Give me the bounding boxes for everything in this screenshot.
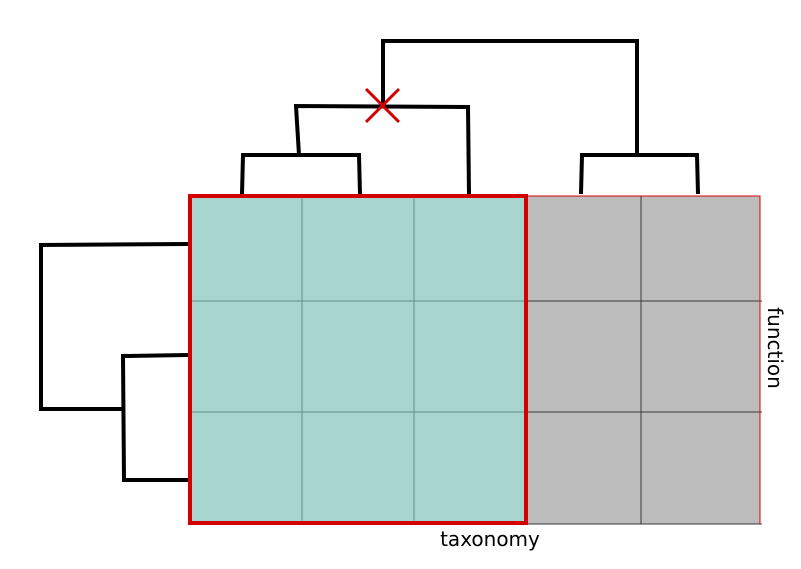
other-grid-lines [526, 196, 762, 525]
highlight-cells-region [190, 196, 526, 524]
row-dendrogram-root [39, 242, 189, 411]
column-dendrogram-inner-merge [293, 103, 471, 195]
column-dendrogram [240, 39, 700, 195]
x-axis-label: taxonomy [440, 527, 540, 551]
heatmap-grid [188, 194, 762, 525]
y-axis-label: function [763, 307, 787, 389]
column-dendrogram-root [381, 39, 639, 155]
column-dendrogram-leaf-pair-b [579, 153, 700, 195]
column-dendrogram-leaf-pair-a [240, 153, 362, 195]
row-dendrogram-leaf-pair [120, 353, 189, 482]
other-region-border [526, 195, 761, 524]
cut-marker-icon [364, 87, 401, 124]
highlight-grid-lines [190, 196, 526, 524]
row-dendrogram [39, 242, 189, 482]
other-cells-region [526, 196, 760, 524]
selection-border [188, 194, 528, 525]
